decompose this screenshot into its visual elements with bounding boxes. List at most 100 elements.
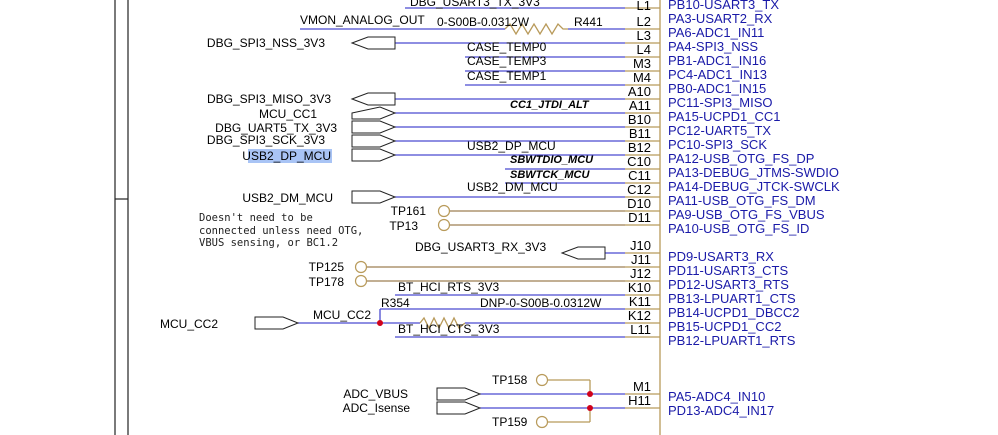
pin-number: B11 (629, 126, 651, 141)
net-label-r354-value: DNP-0-S00B-0.0312W (480, 296, 602, 310)
design-note-line-1: Doesn't need to be (199, 212, 313, 224)
port-dbg-usart3-rx[interactable] (560, 246, 606, 260)
resistor-r354 (419, 316, 466, 330)
pin-number: L1 (637, 0, 651, 13)
pin-number: M1 (633, 379, 651, 394)
net-label-usb2-dm-mcu: USB2_DM_MCU (467, 180, 558, 194)
port-label-dbg-spi3-nss: DBG_SPI3_NSS_3V3 (207, 36, 325, 50)
pin-number: M4 (633, 70, 651, 85)
pin-function: PA9-USB_OTG_FS_VBUS (668, 207, 825, 222)
port-usb2-dm-mcu[interactable] (351, 190, 397, 204)
design-note-line-3: VBUS sensing, or BC1.2 (199, 237, 338, 249)
pin-number: C10 (627, 154, 651, 169)
net-label-vmon-analog-out: VMON_ANALOG_OUT (300, 13, 425, 27)
pin-number: J12 (630, 266, 651, 281)
net-label-r354-ref: R354 (381, 296, 410, 310)
pin-number: K12 (628, 308, 651, 323)
net-label-tp159: TP159 (492, 415, 528, 429)
pin-number: J10 (630, 238, 651, 253)
port-label-dbg-uart5-tx: DBG_UART5_TX_3V3 (215, 121, 337, 135)
net-label-cc1-jtdi-alt: CC1_JTDI_ALT (510, 99, 590, 111)
pin-number-column: L1 L2 L3 L4 M3 M4 A10 A11 B10 B11 B12 C1… (627, 0, 651, 408)
pin-number: M3 (633, 56, 651, 71)
testpoint-tp158[interactable] (535, 373, 549, 387)
pin-function-column: PB10-USART3_TX PA3-USART2_RX PA6-ADC1_IN… (668, 0, 840, 418)
pin-function: PC10-SPI3_SCK (668, 137, 767, 152)
net-label-sbwtdio-mcu: SBWTDIO_MCU (510, 154, 594, 166)
port-usb2-dp-mcu[interactable] (351, 148, 397, 162)
resistor-r441 (504, 22, 568, 36)
pin-function: PB10-USART3_TX (668, 0, 779, 12)
pin-number: L2 (637, 14, 651, 29)
port-label-mcu-cc1: MCU_CC1 (259, 107, 317, 121)
pin-function: PA4-SPI3_NSS (668, 39, 758, 54)
port-dbg-spi3-nss[interactable] (350, 36, 396, 50)
pin-number: L11 (630, 322, 651, 337)
pin-function: PB1-ADC1_IN16 (668, 53, 766, 68)
pin-function: PD9-USART3_RX (668, 249, 774, 264)
junction-dot (587, 405, 593, 411)
pin-function: PD11-USART3_CTS (668, 263, 788, 278)
testpoint-tp13[interactable] (437, 218, 451, 232)
testpoint-tp125[interactable] (354, 260, 368, 274)
net-label-case-temp3: CASE_TEMP3 (467, 54, 547, 68)
pin-number: K11 (629, 294, 651, 309)
selection-highlight (248, 149, 332, 163)
pin-function: PA14-DEBUG_JTCK-SWCLK (668, 179, 840, 194)
pin-number: B12 (628, 140, 651, 155)
net-label-tp125: TP125 (309, 260, 345, 274)
net-label-bt-hci-rts: BT_HCI_RTS_3V3 (398, 280, 499, 294)
port-label-adc-isense: ADC_Isense (343, 401, 411, 415)
pin-function: PA3-USART2_RX (668, 11, 773, 26)
port-dbg-uart5-tx[interactable] (351, 120, 397, 134)
pin-function: PA6-ADC1_IN11 (668, 25, 764, 40)
pin-function: PC12-UART5_TX (668, 123, 771, 138)
pin-number: H11 (628, 393, 651, 408)
port-label-dbg-spi3-sck: DBG_SPI3_SCK_3V3 (207, 133, 325, 147)
net-label-tp158: TP158 (492, 373, 528, 387)
pin-function: PD13-ADC4_IN17 (668, 403, 774, 418)
pin-function: PA5-ADC4_IN10 (668, 389, 765, 404)
pin-function: PB14-UCPD1_DBCC2 (668, 305, 800, 320)
pin-number: L3 (637, 28, 651, 43)
pin-function: PB12-LPUART1_RTS (668, 333, 796, 348)
pin-number: C12 (627, 182, 651, 197)
pin-function: PB15-UCPD1_CC2 (668, 319, 781, 334)
port-adc-isense[interactable] (436, 401, 482, 415)
testpoint-tp159[interactable] (535, 415, 549, 429)
pin-number: K10 (628, 280, 651, 295)
port-dbg-spi3-sck[interactable] (351, 134, 397, 148)
port-label-dbg-spi3-miso: DBG_SPI3_MISO_3V3 (207, 92, 331, 106)
port-label-usb2-dp-mcu: USB2_DP_MCU (242, 149, 331, 163)
pin-function: PC11-SPI3_MISO (668, 95, 773, 110)
net-label-case-temp0: CASE_TEMP0 (467, 40, 547, 54)
pin-number: D11 (628, 210, 651, 225)
testpoint-tp178[interactable] (354, 274, 368, 288)
port-label-adc-vbus: ADC_VBUS (343, 387, 408, 401)
pin-number: J11 (631, 252, 651, 267)
port-mcu-cc2[interactable] (254, 316, 300, 330)
pin-function: PA13-DEBUG_JTMS-SWDIO (668, 165, 839, 180)
net-label-r441-ref: R441 (574, 15, 603, 29)
pin-number: C11 (628, 168, 651, 183)
port-mcu-cc1[interactable] (351, 106, 397, 120)
testpoint-tp161[interactable] (437, 204, 451, 218)
net-label-dbg-usart3-rx: DBG_USART3_RX_3V3 (415, 240, 547, 254)
pin-function: PD12-USART3_RTS (668, 277, 789, 292)
pin-function: PB0-ADC1_IN15 (668, 81, 766, 96)
port-dbg-spi3-miso[interactable] (350, 92, 396, 106)
port-label-mcu-cc2: MCU_CC2 (160, 317, 218, 331)
net-label-dbg-usart3-tx: DBG_USART3_TX_3V3 (410, 0, 540, 9)
pin-function: PA15-UCPD1_CC1 (668, 109, 780, 124)
net-label-case-temp1: CASE_TEMP1 (467, 69, 547, 83)
net-label-bt-hci-cts: BT_HCI_CTS_3V3 (398, 322, 500, 336)
port-label-usb2-dm-mcu: USB2_DM_MCU (242, 191, 333, 205)
pin-function: PC4-ADC1_IN13 (668, 67, 767, 82)
pin-stubs (625, 7, 660, 409)
port-adc-vbus[interactable] (436, 387, 482, 401)
pin-function: PA10-USB_OTG_FS_ID (668, 221, 809, 236)
pin-number: D10 (627, 196, 651, 211)
pin-number: A11 (629, 98, 651, 113)
net-label-tp161: TP161 (391, 204, 427, 218)
pin-number: B10 (628, 112, 651, 127)
